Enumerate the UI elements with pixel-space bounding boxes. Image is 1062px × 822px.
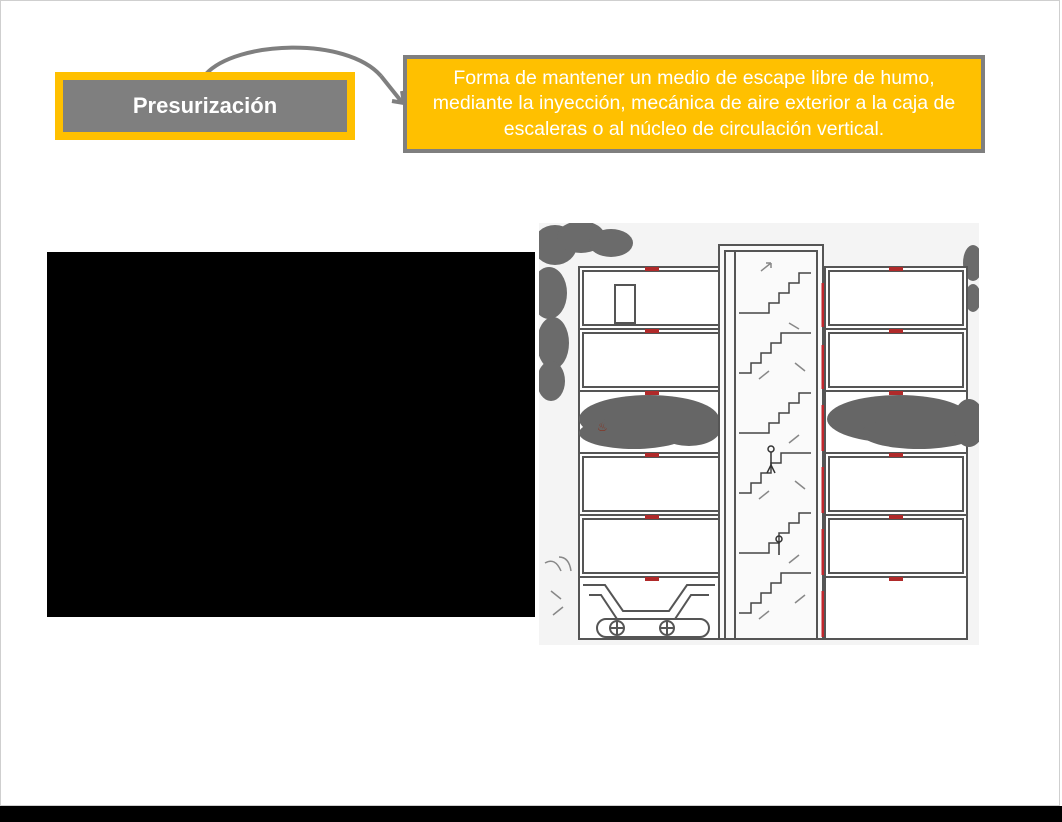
pressurization-building-diagram: ♨: [539, 223, 979, 645]
smoke-left-icon: [539, 223, 633, 401]
intake-arrows: [544, 556, 572, 616]
title-box: Presurización: [55, 72, 355, 140]
slide: Presurización Forma de mantener un medio…: [0, 0, 1060, 806]
title-label: Presurización: [63, 80, 347, 132]
fire-smoke-right-icon: [827, 395, 979, 449]
fire-smoke-left-icon: [579, 395, 721, 449]
bottom-bar: [0, 806, 1062, 822]
person-icon: [766, 445, 783, 555]
vents: [645, 267, 903, 581]
video-placeholder: [47, 252, 535, 617]
fan-icon: [583, 584, 715, 638]
svg-text:♨: ♨: [597, 420, 608, 434]
air-flow-arrows: [758, 262, 806, 620]
definition-box: Forma de mantener un medio de escape lib…: [403, 55, 985, 153]
